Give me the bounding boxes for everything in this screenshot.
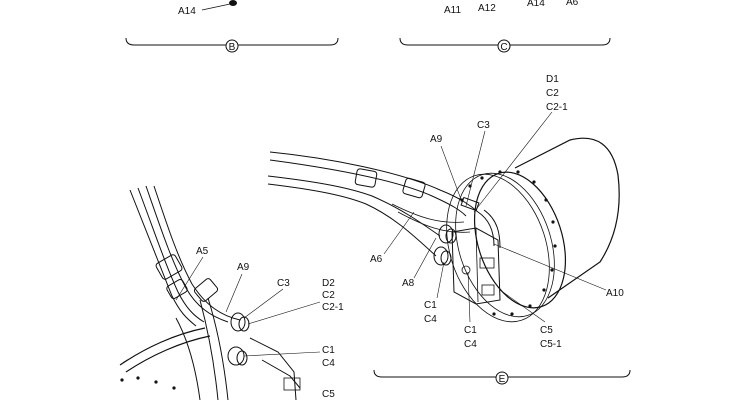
- leaders-right: [383, 111, 607, 323]
- label-a6-top-right: A6: [566, 0, 579, 8]
- label-d1: D1: [546, 74, 559, 85]
- label-c4-left: C4: [322, 358, 335, 369]
- view-marker-c: C: [500, 42, 507, 53]
- label-c5-right: C5: [540, 325, 553, 336]
- label-a10: A10: [606, 288, 624, 299]
- view-bracket-c: C: [399, 37, 611, 53]
- label-c5-left: C5: [322, 389, 335, 400]
- label-a9-right: A9: [430, 134, 443, 145]
- labels-right: D1 C2 C2-1 A9 C3 A6 A8 C1 C4 C1 C4 C5 C5…: [370, 74, 624, 350]
- hose-bundle-right: [267, 151, 501, 257]
- label-c3-left: C3: [277, 278, 290, 289]
- view-marker-e: E: [499, 374, 506, 385]
- label-a12: A12: [478, 3, 496, 14]
- labels-left: A5 A9 C3 D2 C2 C2-1 C1 C4 C5: [196, 246, 344, 400]
- label-c1-left: C1: [322, 345, 335, 356]
- top-left-fragment: A14: [178, 0, 237, 17]
- view-bracket-e: E: [373, 369, 631, 385]
- label-a9-left: A9: [237, 262, 250, 273]
- motor-assembly-right: [433, 137, 620, 323]
- label-c2-left: C2: [322, 290, 335, 301]
- label-a5: A5: [196, 246, 209, 257]
- label-a8: A8: [402, 278, 415, 289]
- label-c1-right-upper: C1: [424, 300, 437, 311]
- view-marker-b: B: [229, 42, 236, 53]
- view-bracket-b: B: [125, 37, 339, 53]
- top-right-fragment: A11 A12 A14 A6: [444, 0, 579, 16]
- label-c4-right-upper: C4: [424, 314, 437, 325]
- label-c2-1-right: C2-1: [546, 102, 568, 113]
- label-c2-right: C2: [546, 88, 559, 99]
- label-c3-right: C3: [477, 120, 490, 131]
- label-d2: D2: [322, 278, 335, 289]
- hose-bundle-left: [119, 185, 301, 400]
- label-c5-1: C5-1: [540, 339, 562, 350]
- label-a14-top-right: A14: [527, 0, 545, 9]
- leaders-left: [175, 256, 321, 357]
- label-a14-top-left: A14: [178, 6, 196, 17]
- label-c1-right-lower: C1: [464, 325, 477, 336]
- label-a11: A11: [444, 5, 461, 16]
- label-c2-1-left: C2-1: [322, 302, 344, 313]
- label-a6-right: A6: [370, 254, 383, 265]
- label-c4-right-lower: C4: [464, 339, 477, 350]
